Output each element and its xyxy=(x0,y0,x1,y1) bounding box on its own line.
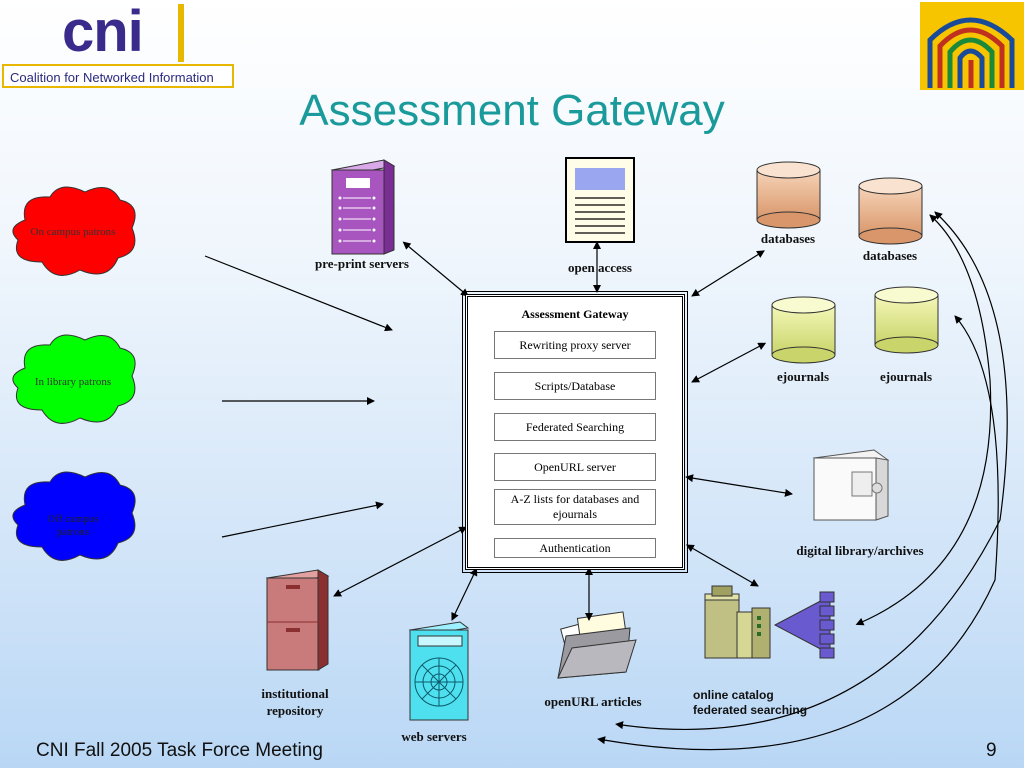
gateway-item-scripts-database: Scripts/Database xyxy=(494,372,656,400)
arrow-databases xyxy=(691,250,765,297)
curve-federated-to-databases xyxy=(855,214,992,626)
institutional-repository-cabinet-icon xyxy=(265,569,330,671)
arrow-web-servers xyxy=(451,567,478,621)
label-digital-library: digital library/archives xyxy=(796,543,924,558)
assessment-gateway-box: Assessment Gateway Rewriting proxy serve… xyxy=(462,291,688,573)
label-openurl-articles: openURL articles xyxy=(544,694,642,709)
gateway-item-openurl-server: OpenURL server xyxy=(494,453,656,481)
gateway-item-rewriting-proxy: Rewriting proxy server xyxy=(494,331,656,359)
page-number: 9 xyxy=(986,740,997,761)
logo-accent-bar xyxy=(178,4,184,62)
federated-search-arrow-icon xyxy=(773,591,835,659)
cloud-label-on-campus: On campus patrons xyxy=(30,226,116,238)
gateway-item-federated-searching: Federated Searching xyxy=(494,413,656,441)
cloud-off-campus-patrons xyxy=(12,471,136,561)
arrow-on-campus xyxy=(204,255,393,332)
label-online-catalog: online catalog xyxy=(693,688,774,702)
label-web-servers: web servers xyxy=(401,729,467,744)
ejournal-icon-1 xyxy=(771,296,836,364)
curve-openurl-to-ejournals xyxy=(597,315,999,751)
label-institutional-repository: institutional repository xyxy=(261,686,329,718)
gateway-item-az-lists: A-Z lists for databases and ejournals xyxy=(494,489,656,525)
gateway-item-authentication: Authentication xyxy=(494,538,656,558)
openurl-articles-folder-icon xyxy=(557,611,637,679)
cloud-label-in-library: In library patrons xyxy=(34,376,112,388)
arrow-preprint xyxy=(402,241,469,297)
cloud-on-campus-patrons xyxy=(12,186,136,276)
database-icon-2 xyxy=(858,177,923,245)
footer-event: CNI Fall 2005 Task Force Meeting xyxy=(36,740,323,761)
digital-library-safe-icon xyxy=(812,449,890,521)
cni-logo: cni Coalition for Networked Information xyxy=(0,0,236,92)
cloud-label-off-campus: Off campus patrons xyxy=(47,513,99,538)
page-title: Assessment Gateway xyxy=(299,86,725,135)
web-server-icon xyxy=(408,621,470,721)
database-icon-1 xyxy=(756,161,821,229)
arrow-institutional-repository xyxy=(333,526,468,597)
arrow-online-catalog xyxy=(685,544,759,587)
label-ejournals-1: ejournals xyxy=(777,369,829,384)
ejournal-icon-2 xyxy=(874,286,939,354)
online-catalog-library-icon xyxy=(704,585,771,659)
label-databases-2: databases xyxy=(862,248,918,263)
cni-logo-tagline: Coalition for Networked Information xyxy=(2,64,234,88)
label-databases-1: databases xyxy=(760,231,816,246)
preprint-server-icon xyxy=(330,159,396,255)
cloud-in-library-patrons xyxy=(12,334,136,424)
label-preprint-servers: pre-print servers xyxy=(315,256,409,271)
gateway-title: Assessment Gateway xyxy=(521,307,629,321)
label-open-access: open access xyxy=(568,260,632,275)
arrow-ejournals xyxy=(691,342,767,383)
arrow-off-campus xyxy=(221,501,384,538)
arrow-digital-library xyxy=(685,474,793,497)
label-federated-searching: federated searching xyxy=(693,703,808,717)
curve-openurl-to-databases xyxy=(615,211,1008,731)
label-ejournals-2: ejournals xyxy=(880,369,932,384)
cni-logo-word: cni xyxy=(62,0,144,64)
open-access-document-icon xyxy=(565,157,635,243)
